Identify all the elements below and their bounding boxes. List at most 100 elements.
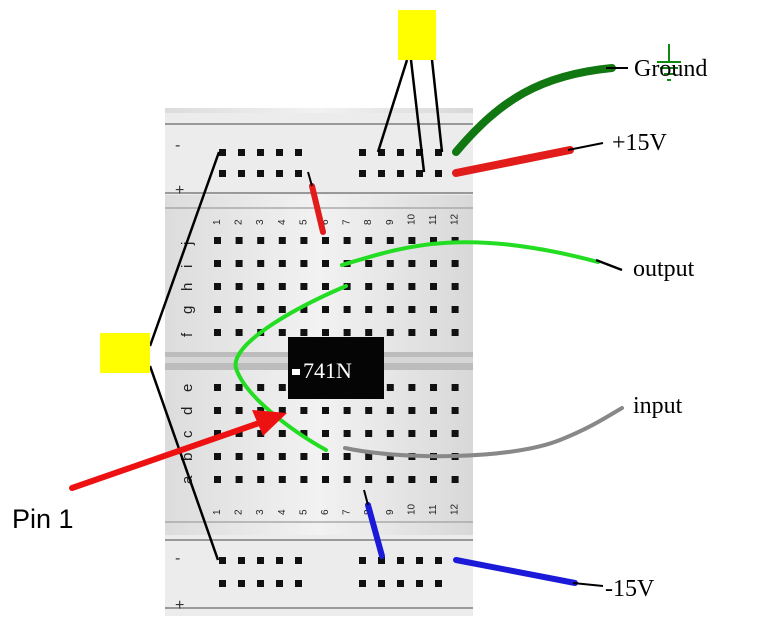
bottom-rail-hole[interactable]	[238, 580, 245, 587]
grid-hole[interactable]	[278, 407, 286, 414]
grid-hole[interactable]	[386, 329, 394, 336]
grid-hole[interactable]	[235, 283, 243, 290]
grid-hole[interactable]	[451, 329, 459, 336]
bottom-rail-hole[interactable]	[295, 580, 302, 587]
grid-hole[interactable]	[386, 453, 394, 460]
grid-hole[interactable]	[451, 260, 459, 267]
left-yellow-connector[interactable]	[100, 333, 150, 373]
grid-hole[interactable]	[365, 306, 373, 313]
grid-hole[interactable]	[235, 476, 243, 483]
grid-hole[interactable]	[365, 430, 373, 437]
top-rail-hole[interactable]	[276, 170, 283, 177]
bottom-rail-hole[interactable]	[219, 557, 226, 564]
grid-hole[interactable]	[451, 306, 459, 313]
grid-hole[interactable]	[430, 476, 437, 483]
grid-hole[interactable]	[214, 237, 221, 244]
bottom-rail-hole[interactable]	[359, 557, 366, 564]
grid-hole[interactable]	[300, 306, 308, 313]
top-rail-hole[interactable]	[378, 170, 385, 177]
grid-hole[interactable]	[278, 306, 286, 313]
grid-hole[interactable]	[386, 407, 394, 414]
grid-hole[interactable]	[257, 430, 265, 437]
grid-hole[interactable]	[408, 430, 416, 437]
grid-hole[interactable]	[278, 453, 286, 460]
grid-hole[interactable]	[235, 430, 243, 437]
grid-hole[interactable]	[343, 237, 351, 244]
grid-hole[interactable]	[386, 283, 394, 290]
grid-hole[interactable]	[430, 306, 437, 313]
top-rail-hole[interactable]	[435, 170, 442, 177]
top-rail-hole[interactable]	[435, 149, 442, 156]
grid-hole[interactable]	[214, 407, 221, 414]
grid-hole[interactable]	[322, 260, 329, 267]
top-rail-hole[interactable]	[219, 149, 226, 156]
grid-hole[interactable]	[451, 283, 459, 290]
grid-hole[interactable]	[235, 306, 243, 313]
grid-hole[interactable]	[343, 407, 351, 414]
grid-hole[interactable]	[214, 260, 221, 267]
bottom-rail-hole[interactable]	[276, 580, 283, 587]
grid-hole[interactable]	[322, 430, 329, 437]
grid-hole[interactable]	[214, 476, 221, 483]
grid-hole[interactable]	[214, 283, 221, 290]
bottom-rail-hole[interactable]	[435, 580, 442, 587]
top-rail-hole[interactable]	[359, 149, 366, 156]
grid-hole[interactable]	[451, 476, 459, 483]
grid-hole[interactable]	[322, 407, 329, 414]
top-rail-hole[interactable]	[295, 149, 302, 156]
grid-hole[interactable]	[430, 329, 437, 336]
bottom-rail-hole[interactable]	[276, 557, 283, 564]
grid-hole[interactable]	[365, 260, 373, 267]
grid-hole[interactable]	[235, 407, 243, 414]
grid-hole[interactable]	[386, 237, 394, 244]
grid-hole[interactable]	[386, 306, 394, 313]
grid-hole[interactable]	[278, 260, 286, 267]
grid-hole[interactable]	[257, 306, 265, 313]
top-rail-hole[interactable]	[257, 149, 264, 156]
grid-hole[interactable]	[257, 237, 265, 244]
grid-hole[interactable]	[365, 237, 373, 244]
grid-hole[interactable]	[257, 384, 265, 391]
grid-hole[interactable]	[386, 384, 394, 391]
grid-hole[interactable]	[430, 430, 437, 437]
grid-hole[interactable]	[408, 407, 416, 414]
bottom-rail-hole[interactable]	[416, 580, 423, 587]
grid-hole[interactable]	[408, 237, 416, 244]
grid-hole[interactable]	[343, 306, 351, 313]
grid-hole[interactable]	[300, 237, 308, 244]
grid-hole[interactable]	[278, 430, 286, 437]
grid-hole[interactable]	[408, 260, 416, 267]
grid-hole[interactable]	[408, 329, 416, 336]
grid-hole[interactable]	[451, 430, 459, 437]
grid-hole[interactable]	[343, 453, 351, 460]
top-rail-hole[interactable]	[238, 149, 245, 156]
top-rail-hole[interactable]	[416, 149, 423, 156]
bottom-rail-hole[interactable]	[378, 557, 385, 564]
grid-hole[interactable]	[430, 237, 437, 244]
op-amp-chip[interactable]: 741N	[288, 337, 384, 399]
grid-hole[interactable]	[257, 283, 265, 290]
top-rail-hole[interactable]	[276, 149, 283, 156]
top-rail-hole[interactable]	[219, 170, 226, 177]
grid-hole[interactable]	[257, 453, 265, 460]
bottom-rail-hole[interactable]	[397, 557, 404, 564]
top-rail-hole[interactable]	[295, 170, 302, 177]
grid-hole[interactable]	[214, 384, 221, 391]
bottom-rail-hole[interactable]	[257, 580, 264, 587]
grid-hole[interactable]	[235, 237, 243, 244]
grid-hole[interactable]	[322, 306, 329, 313]
bottom-rail-hole[interactable]	[359, 580, 366, 587]
grid-hole[interactable]	[386, 476, 394, 483]
grid-hole[interactable]	[278, 283, 286, 290]
grid-hole[interactable]	[322, 283, 329, 290]
grid-hole[interactable]	[322, 476, 329, 483]
grid-hole[interactable]	[322, 329, 329, 336]
grid-hole[interactable]	[278, 329, 286, 336]
grid-hole[interactable]	[300, 453, 308, 460]
grid-hole[interactable]	[343, 329, 351, 336]
grid-hole[interactable]	[322, 453, 329, 460]
grid-hole[interactable]	[451, 407, 459, 414]
grid-hole[interactable]	[365, 407, 373, 414]
grid-hole[interactable]	[235, 384, 243, 391]
grid-hole[interactable]	[257, 407, 265, 414]
